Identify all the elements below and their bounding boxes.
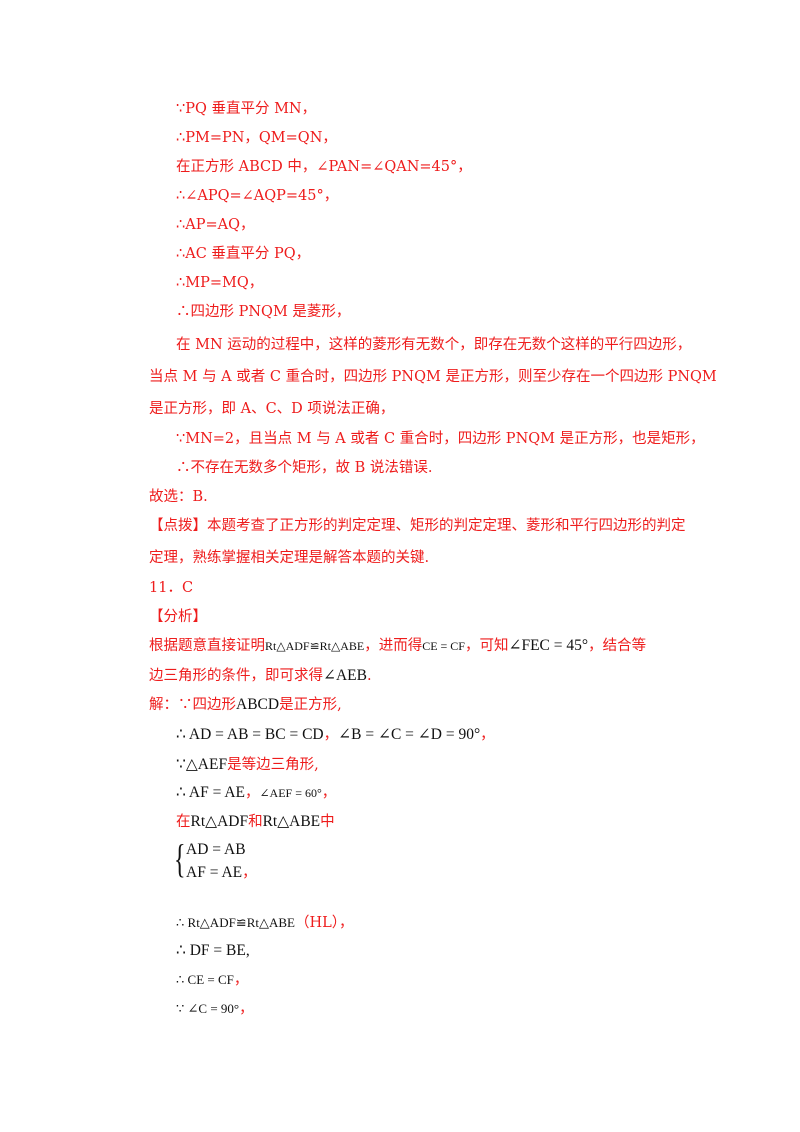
text-line: ∵MN=2，且当点 M 与 A 或者 C 重合时，四边形 PNQM 是正方形，也…: [176, 431, 705, 447]
math-expression: AD = AB: [186, 841, 246, 858]
text-span: ，: [239, 1001, 254, 1017]
text-line: ∴PM=PN，QM=QN，: [176, 130, 337, 146]
text-span: 和: [248, 814, 263, 830]
text-span: （HL），: [294, 915, 354, 931]
text-line: 在正方形 ABCD 中，∠PAN=∠QAN=45°，: [176, 159, 472, 175]
text-span: ，: [242, 865, 257, 881]
text-line: ∴ CE = CF，: [176, 970, 248, 990]
question-number: 11．C: [149, 580, 194, 596]
math-expression: ∠AEB: [323, 667, 367, 684]
text-span: 解：∵四边形: [149, 697, 236, 713]
text-span: 根据题意直接证明: [149, 638, 265, 654]
math-expression: ∴ AD = AB = BC = CD: [176, 726, 324, 743]
text-line: 是正方形，即 A、C、D 项说法正确，: [149, 401, 395, 417]
text-line: ∴ AF = AE，∠AEF = 60°，: [176, 783, 336, 803]
math-expression: ∴ DF = BE,: [176, 942, 250, 959]
text-line: 在Rt△ADF和Rt△ABE中: [176, 812, 335, 832]
math-expression: CE = CF: [422, 639, 465, 653]
equation-line: AD = AB: [186, 840, 246, 860]
math-expression: △AEF: [185, 756, 228, 773]
text-span: 是正方形,: [279, 697, 342, 713]
text-line: ∵PQ 垂直平分 MN，: [176, 101, 317, 117]
system-brace: {: [174, 836, 186, 881]
text-span: ，结合等: [588, 638, 647, 654]
math-expression: Rt△ABE: [262, 813, 321, 830]
math-expression: AF = AE: [186, 864, 243, 881]
text-span: ，: [233, 972, 249, 988]
text-span: ，: [323, 727, 339, 743]
text-line: 定理，熟练掌握相关定理是解答本题的关键.: [149, 550, 430, 566]
text-line: ∴AP=AQ，: [176, 217, 255, 233]
text-span: ，: [321, 785, 337, 801]
math-expression: Rt△ADF: [190, 813, 249, 830]
text-line: ∴ Rt△ADF≌Rt△ABE（HL），: [176, 913, 354, 933]
text-span: ，: [480, 727, 495, 743]
text-line: 解：∵四边形ABCD是正方形,: [149, 695, 342, 715]
text-line: ∴AC 垂直平分 PQ，: [176, 246, 311, 262]
text-line: 根据题意直接证明Rt△ADF≌Rt△ABE，进而得CE = CF，可知∠FEC …: [149, 636, 646, 656]
text-line: 【点拨】本题考查了正方形的判定定理、矩形的判定定理、菱形和平行四边形的判定: [149, 518, 686, 534]
math-expression: Rt△ADF≌Rt△ABE: [265, 639, 365, 653]
math-expression: ∵ ∠C = 90°: [176, 1001, 240, 1016]
text-line: 当点 M 与 A 或者 C 重合时，四边形 PNQM 是正方形，则至少存在一个四…: [149, 369, 717, 385]
text-line: 故选：B.: [149, 489, 208, 505]
math-expression: ∴ AF = AE: [176, 784, 245, 801]
math-expression: ∠B = ∠C = ∠D = 90°: [338, 726, 481, 743]
text-span: 在: [176, 814, 191, 830]
text-span: 是等边三角形,: [227, 757, 319, 773]
math-expression: ∠FEC = 45°: [508, 637, 589, 654]
math-expression: ∴ Rt△ADF≌Rt△ABE: [176, 915, 295, 930]
text-line: ∴ DF = BE,: [176, 941, 250, 961]
text-line: ∴不存在无数多个矩形，故 B 说法错误.: [176, 460, 433, 476]
text-span: ，进而得: [364, 638, 423, 654]
text-span: ，: [245, 785, 260, 801]
text-line: ∴MP=MQ，: [176, 275, 264, 291]
text-span: .: [367, 668, 372, 684]
text-span: ，可知: [464, 638, 509, 654]
section-heading: 【分析】: [149, 609, 207, 625]
text-span: 边三角形的条件，即可求得: [149, 668, 323, 684]
text-line: ∴ AD = AB = BC = CD，∠B = ∠C = ∠D = 90°，: [176, 725, 495, 745]
equation-line: AF = AE，: [186, 863, 257, 883]
math-expression: ∠AEF = 60°: [259, 786, 322, 800]
text-line: ∴∠APQ=∠AQP=45°，: [176, 188, 339, 204]
math-expression: ∴ CE = CF: [176, 972, 234, 987]
text-line: 边三角形的条件，即可求得∠AEB.: [149, 666, 372, 686]
text-line: ∵△AEF是等边三角形,: [176, 755, 319, 775]
math-expression: ABCD: [236, 696, 280, 713]
text-line: ∴四边形 PNQM 是菱形，: [176, 304, 351, 320]
text-line: ∵ ∠C = 90°，: [176, 999, 254, 1019]
text-line: 在 MN 运动的过程中，这样的菱形有无数个，即存在无数个这样的平行四边形，: [176, 337, 692, 353]
text-span: 中: [320, 814, 335, 830]
math-expression: ∵: [176, 756, 186, 773]
